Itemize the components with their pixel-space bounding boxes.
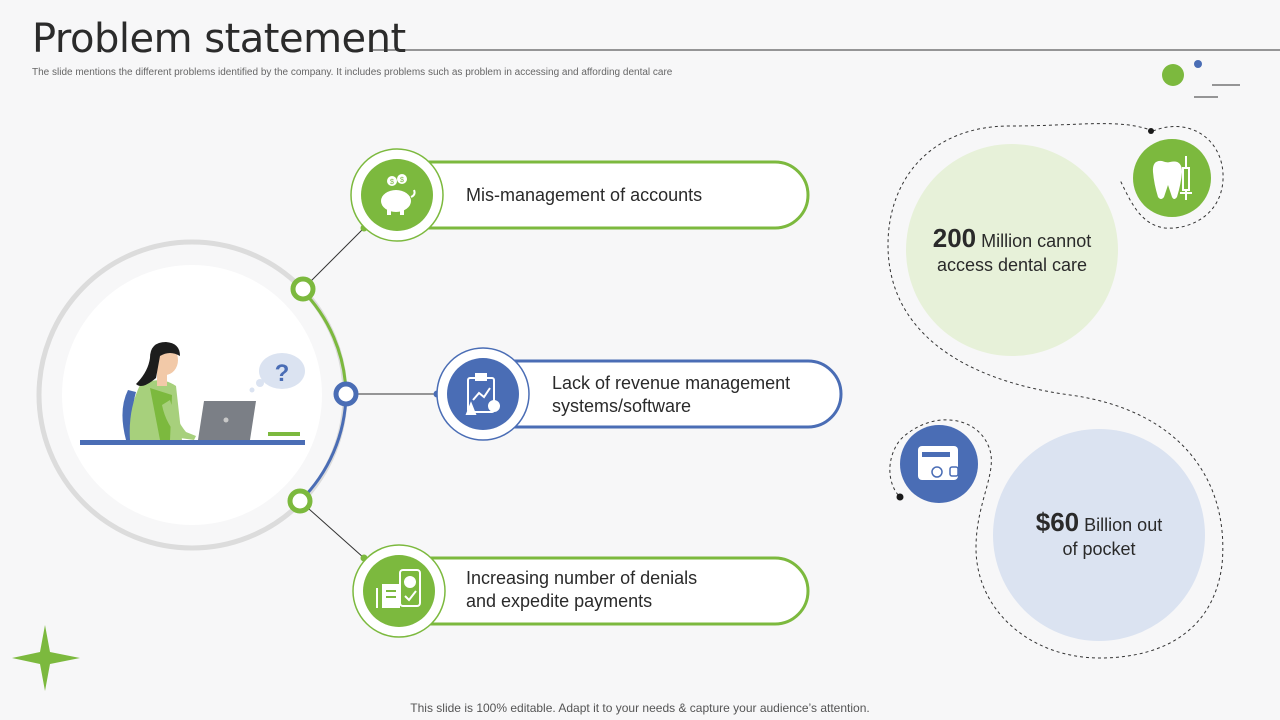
- svg-text:$: $: [390, 179, 394, 186]
- stat-text: Million cannot: [976, 231, 1092, 251]
- problem-label-denials: Increasing number of denials and expedit…: [466, 567, 697, 613]
- woman-at-laptop-icon: ?: [80, 342, 305, 445]
- page-title: Problem statement: [32, 16, 406, 62]
- problem-card-revenue: [436, 347, 843, 441]
- piggy-bank-icon: $ $: [381, 174, 416, 215]
- mobile-payment-icon: [376, 569, 421, 608]
- problem-card-denials: [352, 544, 810, 638]
- stat-text: of pocket: [1062, 539, 1136, 559]
- decorative-dots: [1162, 60, 1240, 98]
- svg-text:$: $: [400, 177, 404, 184]
- path-start-dot: [1148, 128, 1154, 134]
- page-subtitle: The slide mentions the different problem…: [32, 67, 673, 78]
- tooth-syringe-icon: [1133, 139, 1211, 217]
- path-end-dot: [896, 493, 904, 501]
- thought-bubble-icon: ?: [249, 353, 305, 393]
- question-mark-icon: ?: [275, 360, 290, 387]
- stats-dashed-path: [887, 123, 1224, 659]
- problem-card-accounts: $ $: [350, 148, 810, 242]
- problem-label-revenue-line1: Lack of revenue management: [552, 373, 791, 393]
- chart-clipboard-icon: [465, 373, 500, 415]
- problem-label-accounts: Mis-management of accounts: [466, 185, 703, 205]
- stat-text: access dental care: [936, 255, 1088, 275]
- stat-text: Billion out: [1079, 515, 1163, 535]
- stat-out-of-pocket: $60 Billion out of pocket: [999, 507, 1199, 561]
- footer-note: This slide is 100% editable. Adapt it to…: [410, 701, 870, 715]
- problem-label-revenue-line2: systems/software: [552, 396, 692, 416]
- stat-circle-access: [906, 144, 1118, 356]
- problem-label-revenue: Lack of revenue management systems/softw…: [552, 372, 790, 418]
- problem-label-denials-line2: and expedite payments: [466, 591, 653, 611]
- sparkle-icon: [12, 625, 80, 691]
- stat-value: $60: [1035, 507, 1080, 537]
- stat-value: 200: [932, 223, 977, 253]
- problem-label-denials-line1: Increasing number of denials: [466, 568, 698, 588]
- stat-access-dental-care: 200 Million cannot access dental care: [912, 223, 1112, 277]
- wallet-icon: [900, 425, 978, 503]
- stat-circle-pocket: [993, 429, 1205, 641]
